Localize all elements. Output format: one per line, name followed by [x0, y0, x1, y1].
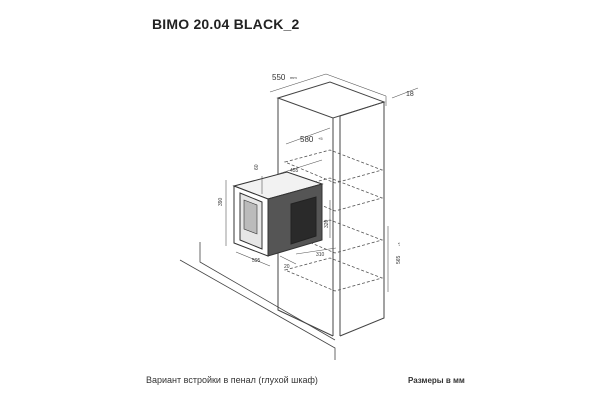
dim-niche-width: 565 — [396, 255, 402, 264]
dim-niche-height-tol: +5 — [318, 136, 323, 141]
dim-body-depth: 310 — [316, 252, 325, 258]
dim-gap: 20 — [284, 264, 290, 270]
dim-frame-width: 595 — [252, 258, 261, 264]
page-title: BIMO 20.04 BLACK_2 — [152, 16, 300, 32]
dim-cabinet-depth-unit: mm — [290, 75, 297, 80]
dim-body-height: 320 — [324, 219, 330, 228]
dim-frame-height: 390 — [218, 197, 224, 206]
cabinet — [276, 81, 386, 337]
microwave-oven — [232, 171, 324, 257]
units-note: Размеры в мм — [408, 376, 465, 385]
dimension-lines — [225, 73, 419, 292]
dim-niche-depth: 455 — [290, 168, 299, 174]
caption: Вариант встройки в пенал (глухой шкаф) — [146, 375, 318, 385]
wall-outline — [179, 242, 336, 360]
dim-niche-height: 580 — [300, 135, 314, 144]
dim-top-offset: 60 — [254, 164, 260, 170]
dim-side-thickness: 18 — [406, 91, 414, 98]
dim-cabinet-depth: 550 — [272, 73, 286, 82]
dim-niche-width-tol: +5 — [397, 242, 401, 246]
